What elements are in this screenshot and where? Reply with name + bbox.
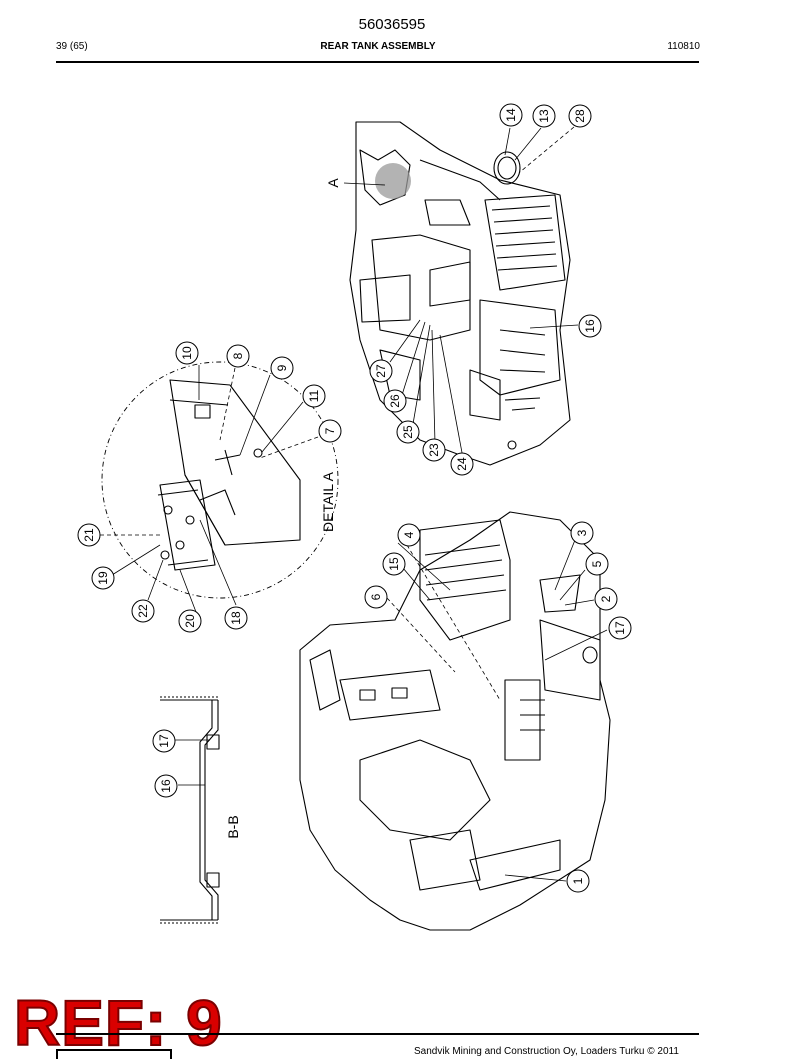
view-a-label: A	[325, 178, 341, 188]
detail-a-label: DETAIL A	[320, 471, 336, 532]
svg-text:15: 15	[387, 557, 401, 571]
callout-6[interactable]: 6	[364, 585, 388, 609]
svg-text:20: 20	[183, 614, 197, 628]
svg-text:13: 13	[537, 109, 551, 123]
callout-10[interactable]: 10	[175, 341, 199, 365]
callout-5[interactable]: 5	[585, 552, 609, 576]
section-bb-label: B-B	[225, 815, 241, 838]
svg-text:8: 8	[231, 352, 245, 359]
svg-text:16: 16	[159, 779, 173, 793]
svg-text:19: 19	[96, 571, 110, 585]
callout-17[interactable]: 17	[608, 616, 632, 640]
callouts: 1 2 3 4 5 6 7 8 9 10 11 13 14 15 16 16 1…	[77, 103, 632, 893]
callout-28[interactable]: 28	[568, 104, 592, 128]
section-bb-view	[160, 696, 220, 924]
svg-text:5: 5	[590, 560, 604, 567]
svg-text:3: 3	[575, 529, 589, 536]
svg-text:16: 16	[583, 319, 597, 333]
callout-19[interactable]: 19	[91, 566, 115, 590]
lower-frame-view	[299, 511, 611, 931]
callout-15[interactable]: 15	[382, 552, 406, 576]
callout-4[interactable]: 4	[397, 523, 421, 547]
callout-21[interactable]: 21	[77, 523, 101, 547]
callout-13[interactable]: 13	[532, 104, 556, 128]
svg-text:28: 28	[573, 109, 587, 123]
view-labels: A DETAIL A B-B	[225, 178, 341, 839]
svg-text:25: 25	[401, 425, 415, 439]
svg-text:11: 11	[307, 389, 321, 402]
svg-text:10: 10	[180, 346, 194, 360]
brand-logo	[56, 1049, 172, 1059]
footer-rule	[56, 1033, 699, 1035]
svg-text:7: 7	[323, 427, 337, 434]
svg-text:21: 21	[82, 528, 96, 542]
leader-lines	[100, 126, 608, 882]
callout-22[interactable]: 22	[131, 599, 155, 623]
svg-text:4: 4	[402, 531, 416, 538]
document-number: 56036595	[358, 16, 426, 33]
callout-14[interactable]: 14	[499, 103, 523, 127]
svg-text:24: 24	[455, 457, 469, 471]
footer-copyright: Sandvik Mining and Construction Oy, Load…	[414, 1046, 679, 1057]
ref-stamp: REF: 9	[13, 986, 223, 1060]
date-code: 110810	[667, 41, 700, 52]
callout-25[interactable]: 25	[396, 420, 420, 444]
callout-26[interactable]: 26	[383, 389, 407, 413]
detail-a-highlight	[375, 163, 411, 199]
svg-text:14: 14	[504, 108, 518, 122]
callout-27[interactable]: 27	[369, 359, 393, 383]
callout-16[interactable]: 16	[578, 314, 602, 338]
svg-text:27: 27	[374, 364, 388, 378]
callout-11[interactable]: 11	[302, 384, 326, 408]
page-indicator: 39 (65)	[56, 41, 88, 52]
callout-1[interactable]: 1	[566, 869, 590, 893]
callout-16-bb[interactable]: 16	[154, 774, 178, 798]
callout-20[interactable]: 20	[178, 609, 202, 633]
svg-text:22: 22	[136, 604, 150, 618]
callout-9[interactable]: 9	[270, 356, 294, 380]
page-title: REAR TANK ASSEMBLY	[320, 41, 436, 52]
callout-7[interactable]: 7	[318, 419, 342, 443]
header-row: 39 (65) REAR TANK ASSEMBLY 110810	[56, 41, 700, 55]
svg-text:9: 9	[275, 364, 289, 371]
svg-text:26: 26	[388, 394, 402, 408]
header-rule	[56, 61, 699, 63]
svg-text:2: 2	[599, 595, 613, 602]
svg-text:18: 18	[229, 611, 243, 625]
svg-text:6: 6	[369, 593, 383, 600]
callout-17-bb[interactable]: 17	[152, 729, 176, 753]
svg-text:17: 17	[157, 734, 171, 748]
svg-text:17: 17	[613, 621, 627, 635]
callout-2[interactable]: 2	[594, 587, 618, 611]
callout-24[interactable]: 24	[450, 452, 474, 476]
svg-text:23: 23	[427, 443, 441, 457]
detail-a-view	[101, 361, 339, 599]
callout-18[interactable]: 18	[224, 606, 248, 630]
callout-8[interactable]: 8	[226, 344, 250, 368]
callout-23[interactable]: 23	[422, 438, 446, 462]
svg-text:1: 1	[571, 877, 585, 884]
callout-3[interactable]: 3	[570, 521, 594, 545]
